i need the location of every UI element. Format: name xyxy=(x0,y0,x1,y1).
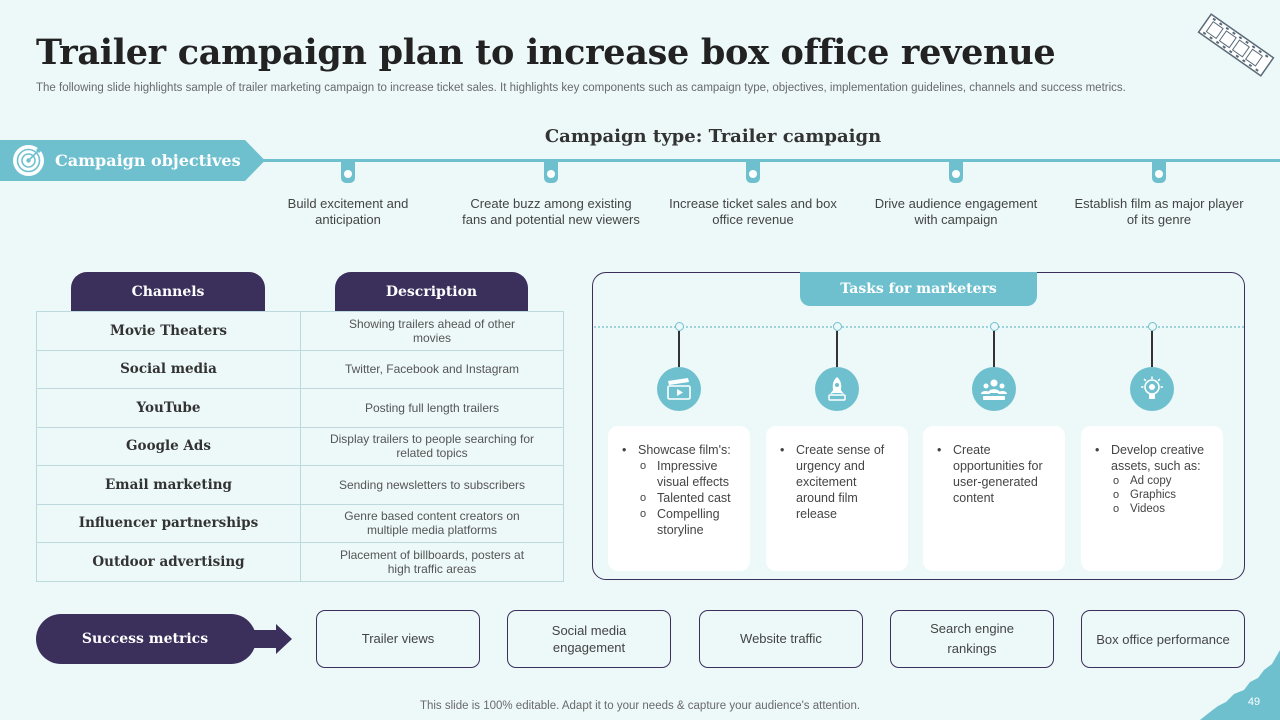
task-card: Create opportunities for user-generated … xyxy=(923,426,1065,571)
description-header: Description xyxy=(335,272,528,312)
description-cell: Showing trailers ahead of other movies xyxy=(300,311,564,351)
page-corner-decoration xyxy=(1200,650,1280,720)
objective-item: Build excitement and anticipation xyxy=(258,159,438,228)
description-cell: Posting full length trailers xyxy=(300,388,564,428)
target-icon xyxy=(13,145,44,176)
channel-cell: YouTube xyxy=(36,388,301,428)
channels-table: Movie Theaters Showing trailers ahead of… xyxy=(36,311,564,582)
description-cell: Twitter, Facebook and Instagram xyxy=(300,349,564,389)
table-row: Social media Twitter, Facebook and Insta… xyxy=(36,349,564,389)
objective-text: Build excitement and anticipation xyxy=(287,196,409,227)
task-subitem: Talented cast xyxy=(638,490,740,506)
success-metrics-label: Success metrics xyxy=(81,631,209,647)
channels-header: Channels xyxy=(71,272,265,312)
success-metrics-arrow xyxy=(36,614,292,664)
channel-cell: Google Ads xyxy=(36,426,301,466)
objective-text: Increase ticket sales and box office rev… xyxy=(669,196,837,227)
task-column: Showcase film's: Impressive visual effec… xyxy=(608,322,750,571)
table-row: Google Ads Display trailers to people se… xyxy=(36,426,564,466)
task-subitem: Videos xyxy=(1111,502,1213,516)
objective-marker xyxy=(1152,159,1166,183)
table-row: Email marketing Sending newsletters to s… xyxy=(36,465,564,505)
metric-box: Website traffic xyxy=(699,610,863,668)
task-column: Create opportunities for user-generated … xyxy=(923,322,1065,571)
page-number: 49 xyxy=(1247,696,1261,708)
metric-box: Box office performance xyxy=(1081,610,1245,668)
page-title: Trailer campaign plan to increase box of… xyxy=(36,32,1056,73)
lightbulb-gear-icon xyxy=(1130,367,1174,411)
tasks-dotted-line xyxy=(594,326,1244,328)
description-cell: Placement of billboards, posters at high… xyxy=(300,542,564,582)
table-row: Movie Theaters Showing trailers ahead of… xyxy=(36,311,564,351)
objectives-banner xyxy=(0,140,265,181)
objective-item: Increase ticket sales and box office rev… xyxy=(663,159,843,228)
description-cell: Display trailers to people searching for… xyxy=(300,426,564,466)
community-icon xyxy=(972,367,1016,411)
channel-cell: Social media xyxy=(36,349,301,389)
objective-marker xyxy=(746,159,760,183)
task-column: Create sense of urgency and excitement a… xyxy=(766,322,908,571)
rocket-icon xyxy=(815,367,859,411)
campaign-type-heading: Campaign type: Trailer campaign xyxy=(544,126,882,147)
objective-item: Establish film as major player of its ge… xyxy=(1069,159,1249,228)
task-subitem: Ad copy xyxy=(1111,474,1213,488)
task-connector xyxy=(993,331,995,367)
description-cell: Genre based content creators on multiple… xyxy=(300,503,564,543)
table-row: YouTube Posting full length trailers xyxy=(36,388,564,428)
task-text: Showcase film's: xyxy=(638,443,731,457)
clapperboard-icon xyxy=(657,367,701,411)
metric-box: Search engine rankings xyxy=(890,610,1054,668)
metric-box: Social media engagement xyxy=(507,610,671,668)
channel-cell: Movie Theaters xyxy=(36,311,301,351)
objective-item: Drive audience engagement with campaign xyxy=(866,159,1046,228)
task-text: Create opportunities for user-generated … xyxy=(935,442,1055,506)
objective-marker xyxy=(341,159,355,183)
objectives-timeline xyxy=(250,159,1280,162)
page-subtitle: The following slide highlights sample of… xyxy=(36,82,1126,94)
task-subitem: Graphics xyxy=(1111,488,1213,502)
footer-note: This slide is 100% editable. Adapt it to… xyxy=(419,700,861,712)
description-cell: Sending newsletters to subscribers xyxy=(300,465,564,505)
task-pin xyxy=(989,322,999,331)
task-card: Develop creative assets, such as: Ad cop… xyxy=(1081,426,1223,571)
task-connector xyxy=(1151,331,1153,367)
objective-item: Create buzz among existing fans and pote… xyxy=(461,159,641,228)
channel-cell: Email marketing xyxy=(36,465,301,505)
task-pin xyxy=(674,322,684,331)
tasks-header: Tasks for marketers xyxy=(800,272,1037,306)
objective-text: Drive audience engagement with campaign xyxy=(874,196,1038,227)
task-column: Develop creative assets, such as: Ad cop… xyxy=(1081,322,1223,571)
task-card: Showcase film's: Impressive visual effec… xyxy=(608,426,750,571)
channel-cell: Outdoor advertising xyxy=(36,542,301,582)
task-connector xyxy=(678,331,680,367)
task-text: Develop creative assets, such as: xyxy=(1111,443,1205,473)
task-text: Create sense of urgency and excitement a… xyxy=(778,442,898,522)
task-subitem: Compelling storyline xyxy=(638,506,740,538)
task-pin xyxy=(832,322,842,331)
task-pin xyxy=(1147,322,1157,331)
task-connector xyxy=(836,331,838,367)
objective-text: Establish film as major player of its ge… xyxy=(1074,196,1244,227)
table-row: Outdoor advertising Placement of billboa… xyxy=(36,542,564,582)
table-row: Influencer partnerships Genre based cont… xyxy=(36,503,564,543)
objectives-label: Campaign objectives xyxy=(55,151,241,170)
film-strip-icon xyxy=(1197,13,1275,77)
task-card: Create sense of urgency and excitement a… xyxy=(766,426,908,571)
task-subitem: Impressive visual effects xyxy=(638,458,740,490)
channel-cell: Influencer partnerships xyxy=(36,503,301,543)
objective-marker xyxy=(949,159,963,183)
objective-text: Create buzz among existing fans and pote… xyxy=(462,196,640,227)
metric-box: Trailer views xyxy=(316,610,480,668)
objective-marker xyxy=(544,159,558,183)
